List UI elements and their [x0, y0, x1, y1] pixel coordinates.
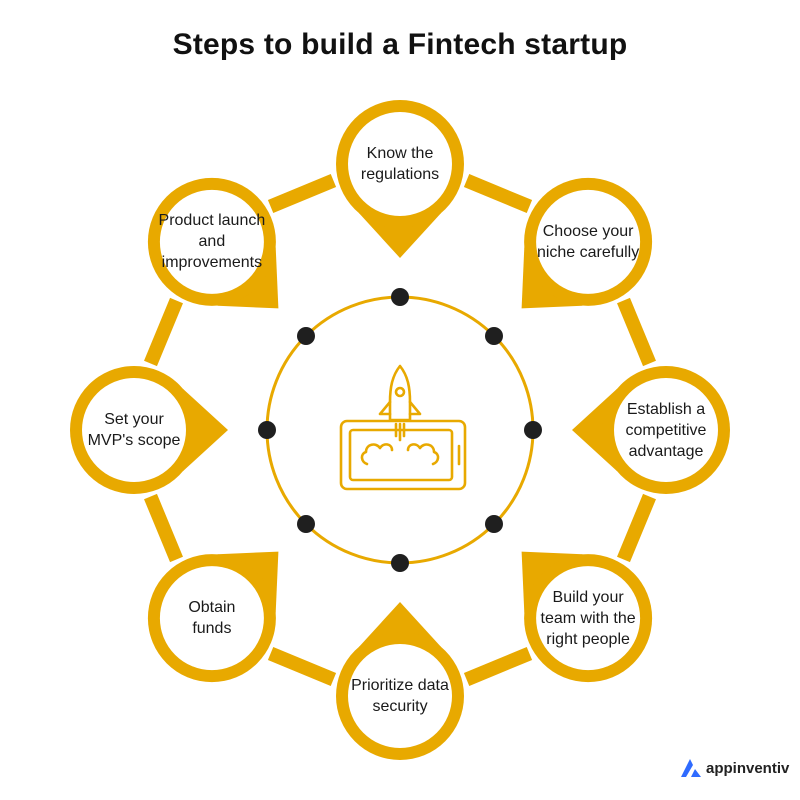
step-label-line: Build your: [552, 588, 624, 606]
bubble-inner: [348, 644, 452, 748]
connector-bar: [144, 493, 183, 563]
step-bubble-prioritize-data-security: [336, 602, 464, 760]
step-bubbles: [70, 100, 730, 760]
ring-dot: [391, 554, 409, 572]
bubble-inner: [348, 112, 452, 216]
step-label-know-the-regulations: Know the regulations: [338, 143, 462, 185]
step-label-line: improvements: [161, 254, 263, 272]
step-label-line: and: [198, 233, 226, 251]
bubble-inner: [159, 566, 264, 671]
step-label-line: team with the: [540, 609, 636, 627]
connector-bar: [144, 297, 183, 367]
connector-bar: [617, 297, 656, 367]
ring-dot: [297, 515, 315, 533]
ring-dot: [485, 327, 503, 345]
step-label-line: MVP's scope: [87, 432, 181, 449]
step-label-line: regulations: [360, 166, 440, 183]
ring-dot: [524, 421, 542, 439]
step-label-line: right people: [546, 630, 630, 648]
connector-lines: [144, 174, 656, 686]
appinventiv-logo-icon: [681, 759, 701, 777]
step-bubble-establish-a-competitive-advantage: [572, 366, 730, 494]
connector-bar: [463, 174, 533, 213]
ring-dot: [258, 421, 276, 439]
step-bubble-product-launch-and-improvements: [147, 177, 279, 309]
step-label-line: funds: [192, 620, 232, 638]
step-label-prioritize-data-security: Prioritize data security: [338, 675, 462, 717]
step-label-line: Know the: [366, 145, 434, 162]
step-label-line: Choose your: [542, 222, 634, 240]
step-label-obtain-funds: Obtain funds: [150, 597, 274, 639]
bubble-inner: [536, 566, 641, 671]
bubble-inner: [614, 378, 718, 482]
step-bubble-know-the-regulations: [336, 100, 464, 258]
page-title: Steps to build a Fintech startup: [172, 28, 628, 61]
step-label-line: advantage: [628, 442, 704, 460]
step-bubble-build-your-team: [521, 551, 653, 683]
brand-name: appinventiv: [706, 759, 790, 777]
bubble-inner: [82, 378, 186, 482]
step-label-line: security: [372, 698, 428, 715]
connector-bar: [463, 647, 533, 686]
connector-bar: [267, 647, 337, 686]
ring-dot: [485, 515, 503, 533]
step-label-line: Product launch: [158, 212, 266, 230]
step-label-line: Set your: [104, 411, 164, 428]
step-label-choose-your-niche-carefully: Choose your niche carefully: [526, 221, 650, 263]
ring-dots: [258, 288, 542, 572]
step-label-line: competitive: [625, 421, 707, 439]
step-label-line: Obtain: [188, 599, 236, 617]
step-label-line: Prioritize data: [351, 677, 449, 694]
step-bubble-set-your-mvp-scope: [70, 366, 228, 494]
brand-logo: appinventiv: [680, 756, 789, 780]
bubble-inner: [536, 189, 641, 294]
rocket-launch-from-phone-icon: [339, 364, 467, 491]
connector-bar: [617, 493, 656, 563]
step-label-line: niche carefully: [536, 243, 640, 261]
step-bubble-choose-your-niche-carefully: [521, 177, 653, 309]
step-label-product-launch-and-improvements: Product launch and improvements: [150, 210, 274, 273]
ring-dot: [297, 327, 315, 345]
connector-bar: [267, 174, 337, 213]
step-label-build-your-team: Build your team with the right people: [526, 587, 650, 650]
step-label-line: Establish a: [626, 400, 706, 418]
step-label-establish-a-competitive-advantage: Establish a competitive advantage: [604, 399, 728, 462]
bubble-inner: [159, 189, 264, 294]
step-bubble-obtain-funds: [147, 551, 279, 683]
ring-dot: [391, 288, 409, 306]
